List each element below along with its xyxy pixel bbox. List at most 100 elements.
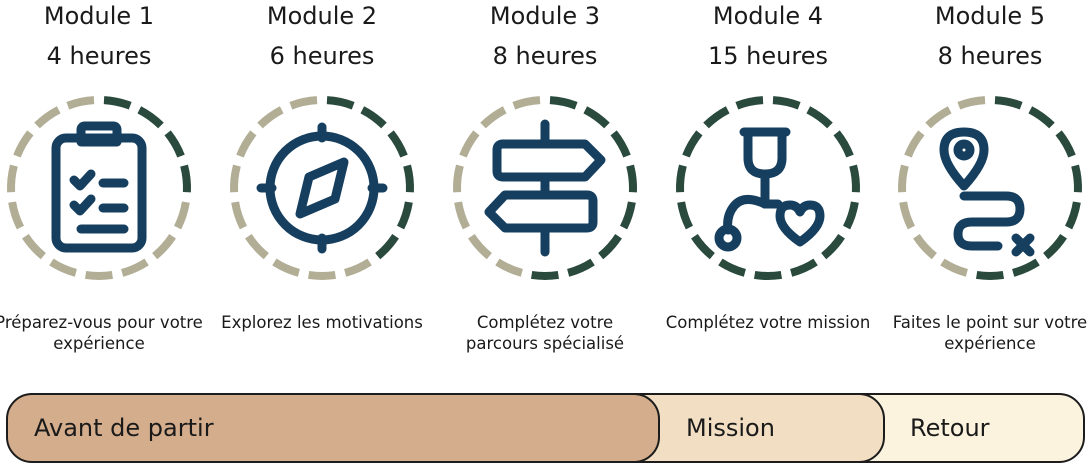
module-title: Module 1: [43, 2, 155, 30]
progress-ring: [898, 96, 1082, 281]
ring-segment-filled: [1043, 233, 1067, 260]
ring-segment-filled: [387, 130, 408, 158]
ring-segment-filled: [833, 130, 854, 158]
ring-segment-empty: [468, 233, 492, 260]
ring-segment-empty: [236, 130, 257, 158]
ring-segment-filled: [772, 96, 801, 110]
module-title: Module 3: [489, 2, 601, 30]
ring-segment-filled: [619, 201, 636, 230]
ring-segment-empty: [152, 233, 176, 260]
route-pin-icon: [939, 127, 1035, 257]
phase-avant-de-partir-label: Avant de partir: [34, 414, 214, 442]
module-description: Préparez-vous pour votre expérience: [0, 313, 203, 353]
ring-segment-empty: [459, 130, 480, 158]
ring-segment-filled: [1011, 258, 1040, 277]
ring-segment-empty: [940, 258, 969, 277]
ring-segment-empty: [66, 96, 95, 110]
ring-segment-filled: [1071, 164, 1082, 193]
ring-segment-empty: [13, 130, 34, 158]
ring-segment-empty: [8, 201, 25, 230]
ring-segment-filled: [703, 106, 730, 129]
module-description: Faites le point sur votre expérience: [892, 313, 1088, 353]
ring-segment-empty: [245, 233, 269, 260]
ring-segment-empty: [480, 106, 507, 129]
ring-segment-filled: [994, 96, 1023, 110]
module-duration: 8 heures: [937, 42, 1043, 70]
progress-ring: [453, 96, 637, 281]
ring-segment-empty: [173, 201, 190, 230]
ring-segment-filled: [403, 164, 414, 193]
ring-segment-filled: [677, 201, 694, 230]
phase-mission-label: Mission: [686, 414, 775, 442]
ring-segment-empty: [343, 258, 372, 277]
ring-segment-filled: [626, 164, 637, 193]
phase-avant-de-partir: Avant de partir: [6, 393, 660, 463]
ring-segment-filled: [821, 233, 845, 260]
ring-segment-empty: [120, 258, 149, 277]
ring-segment-filled: [396, 201, 413, 230]
ring-segment-filled: [849, 164, 860, 193]
ring-segment-empty: [925, 106, 952, 129]
ring-segment-filled: [549, 96, 578, 110]
ring-segment-empty: [257, 106, 284, 129]
ring-segment-filled: [375, 233, 399, 260]
ring-segment-empty: [495, 258, 524, 277]
ring-segment-filled: [691, 233, 715, 260]
progress-ring: [230, 96, 414, 281]
module-duration: 15 heures: [708, 42, 828, 70]
ring-segment-filled: [754, 271, 782, 281]
ring-segment-filled: [1064, 201, 1081, 230]
ring-segment-empty: [308, 271, 336, 281]
stethoscope-heart-icon: [714, 127, 825, 252]
compass-icon: [256, 122, 388, 254]
ring-segment-empty: [904, 130, 925, 158]
ring-segment-filled: [360, 106, 387, 129]
progress-ring: [7, 96, 191, 281]
ring-segment-filled: [682, 130, 703, 158]
ring-segment-empty: [913, 233, 937, 260]
ring-segment-filled: [103, 96, 132, 110]
module-duration: 8 heures: [492, 42, 598, 70]
module-title: Module 4: [712, 2, 824, 30]
ring-segment-empty: [453, 164, 464, 193]
module-description: Complétez votre mission: [665, 313, 871, 332]
ring-segment-filled: [180, 164, 191, 193]
ring-segment-empty: [272, 258, 301, 277]
ring-segment-empty: [454, 201, 471, 230]
ring-segment-empty: [230, 164, 241, 193]
ring-segment-filled: [718, 258, 747, 277]
ring-segment-filled: [566, 258, 595, 277]
ring-segment-filled: [583, 106, 610, 129]
module-duration: 4 heures: [46, 42, 152, 70]
ring-segment-empty: [22, 233, 46, 260]
ring-segment-empty: [898, 164, 909, 193]
progress-ring: [676, 96, 860, 281]
ring-segment-filled: [598, 233, 622, 260]
module-title: Module 5: [934, 2, 1046, 30]
module-duration: 6 heures: [269, 42, 375, 70]
module-title: Module 2: [266, 2, 378, 30]
clipboard-checklist-icon: [51, 121, 147, 253]
ring-segment-filled: [735, 96, 764, 110]
ring-segment-empty: [231, 201, 248, 230]
ring-segment-empty: [512, 96, 541, 110]
ring-segment-filled: [326, 96, 355, 110]
phase-mission: Mission: [580, 393, 885, 463]
ring-segment-empty: [85, 271, 113, 281]
ring-segment-filled: [1028, 106, 1055, 129]
ring-segment-filled: [789, 258, 818, 277]
ring-segment-filled: [137, 106, 164, 129]
ring-segment-filled: [676, 164, 687, 193]
ring-segment-filled: [1055, 130, 1076, 158]
ring-segment-empty: [49, 258, 78, 277]
ring-segment-filled: [842, 201, 859, 230]
ring-segment-empty: [957, 96, 986, 110]
ring-segment-filled: [610, 130, 631, 158]
ring-segment-empty: [7, 164, 18, 193]
ring-segment-filled: [531, 271, 559, 281]
ring-segment-filled: [164, 130, 185, 158]
ring-segment-empty: [899, 201, 916, 230]
ring-segment-filled: [806, 106, 833, 129]
signpost-icon: [484, 119, 606, 257]
module-description: Complétez votre parcours spécialisé: [465, 313, 625, 353]
